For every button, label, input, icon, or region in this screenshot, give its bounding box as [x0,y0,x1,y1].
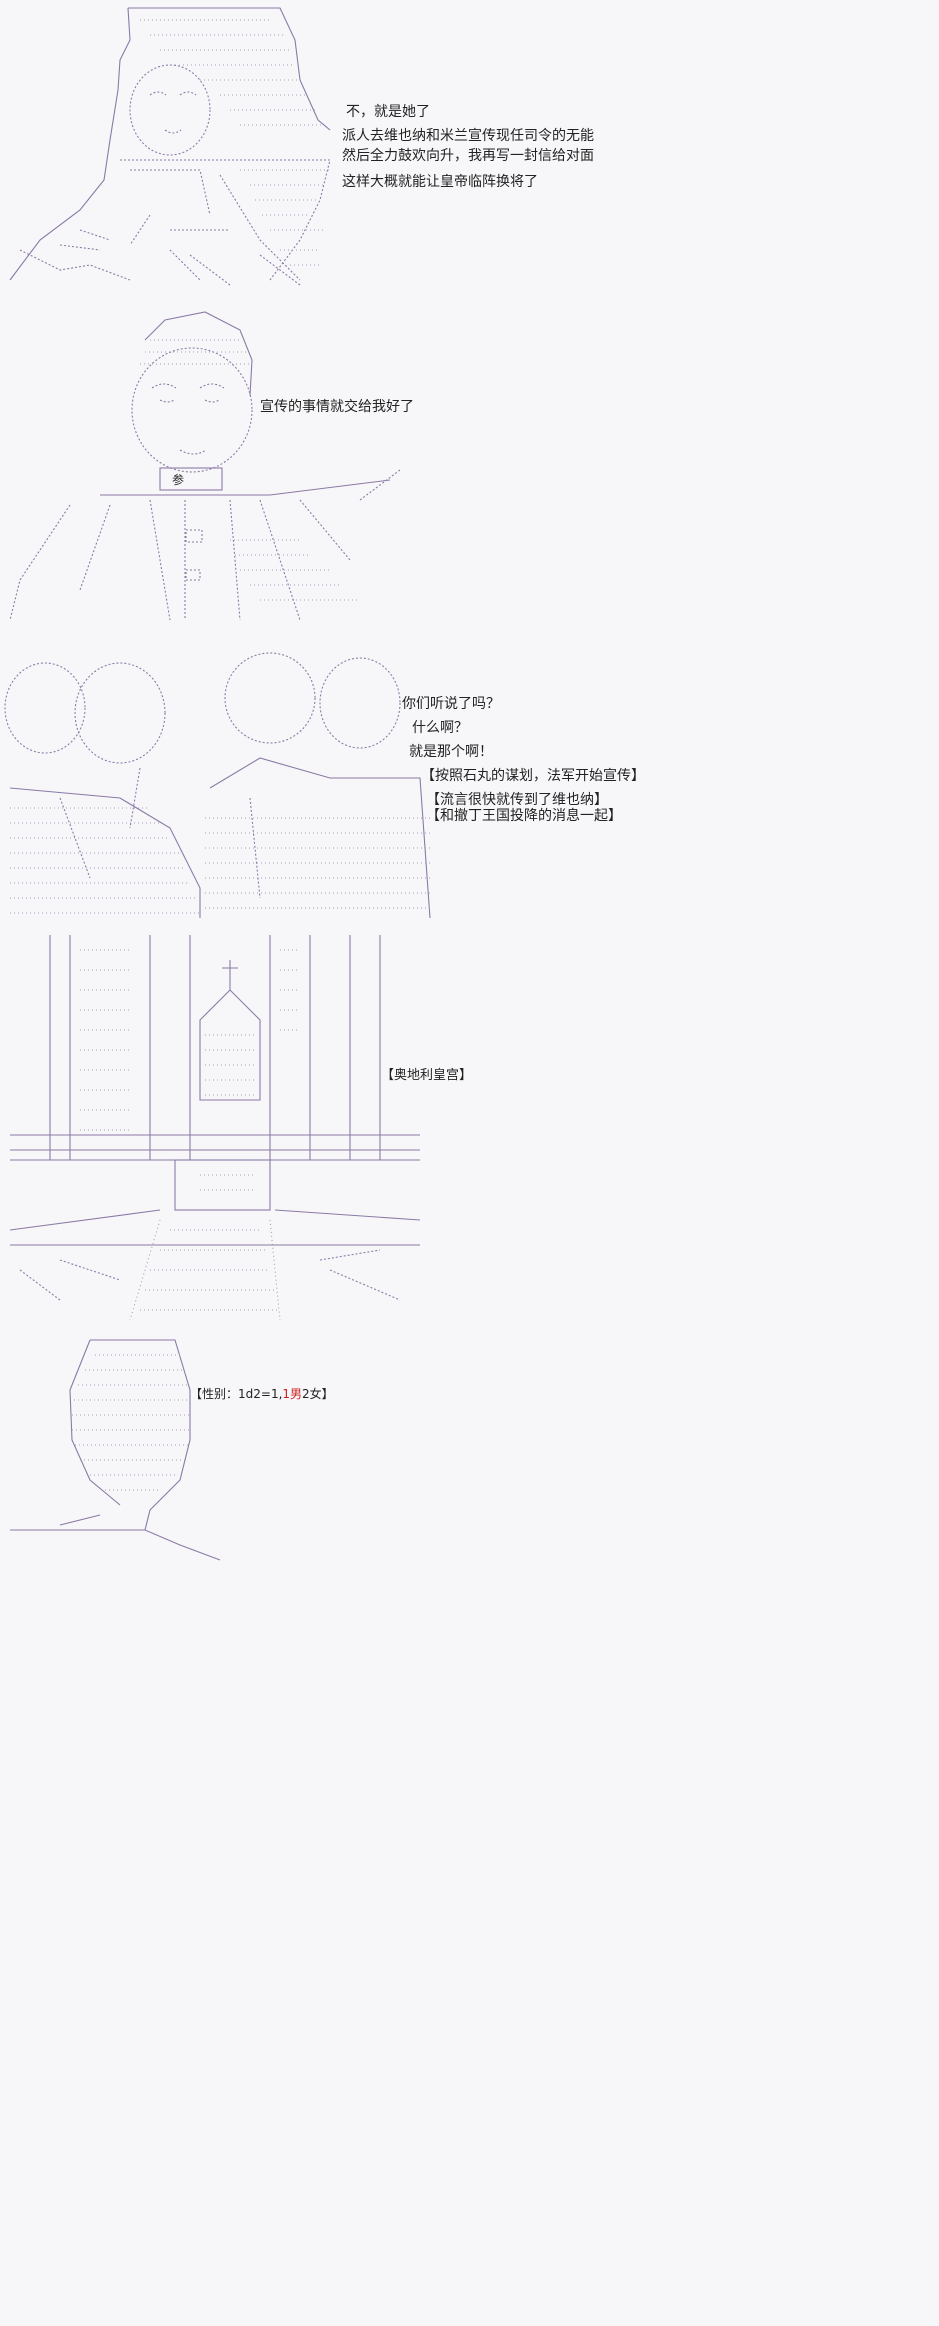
panel-3: 你们听说了吗？ 什么啊？ 就是那个啊！ 【按照石丸的谋划，法军开始宣传】 【流言… [0,648,939,933]
dialogue-line: 什么啊？ [412,720,468,736]
dialogue-line: 就是那个啊！ [409,744,493,760]
panel-2: 参 宣传的事情就交给我好了 [0,300,939,621]
panel-4: 【奥地利皇宫】 [0,930,939,1325]
dialogue-line: 宣传的事情就交给我好了 [260,399,414,415]
ascii-art-crowd [4,652,431,919]
roll-caption: 【性别：1d2=1,1男2女】 [190,1384,334,1404]
narration-line: 【按照石丸的谋划，法军开始宣传】 [421,768,645,784]
dialogue-line: 不，就是她了 [346,104,430,120]
dialogue-line: 然后全力鼓欢向升，我再写一封信给对面 [342,148,594,164]
roll-suffix: 2女】 [302,1387,334,1401]
roll-prefix: 【性别：1d2=1, [190,1387,283,1401]
ascii-art-officer [9,311,401,621]
ascii-art-general [9,7,331,286]
dialogue-line: 你们听说了吗？ [402,696,500,712]
ascii-art-palace [9,935,421,1321]
narration-line: 【流言很快就传到了维也纳】 [426,792,608,808]
roll-result: 1男 [282,1387,303,1401]
narration-line: 【和撤丁王国投降的消息一起】 [426,808,622,824]
location-caption: 【奥地利皇宫】 [381,1068,473,1083]
dialogue-line: 派人去维也纳和米兰宣传现任司令的无能 [342,128,594,144]
ascii-art-silhouette [10,1339,221,1561]
panel-1: 不，就是她了 派人去维也纳和米兰宣传现任司令的无能 然后全力鼓欢向升，我再写一封… [0,0,939,300]
dialogue-line: 这样大概就能让皇帝临阵换将了 [342,174,538,190]
panel-5: 【性别：1d2=1,1男2女】 [0,1330,939,2326]
officer-badge: 参 [172,473,185,487]
